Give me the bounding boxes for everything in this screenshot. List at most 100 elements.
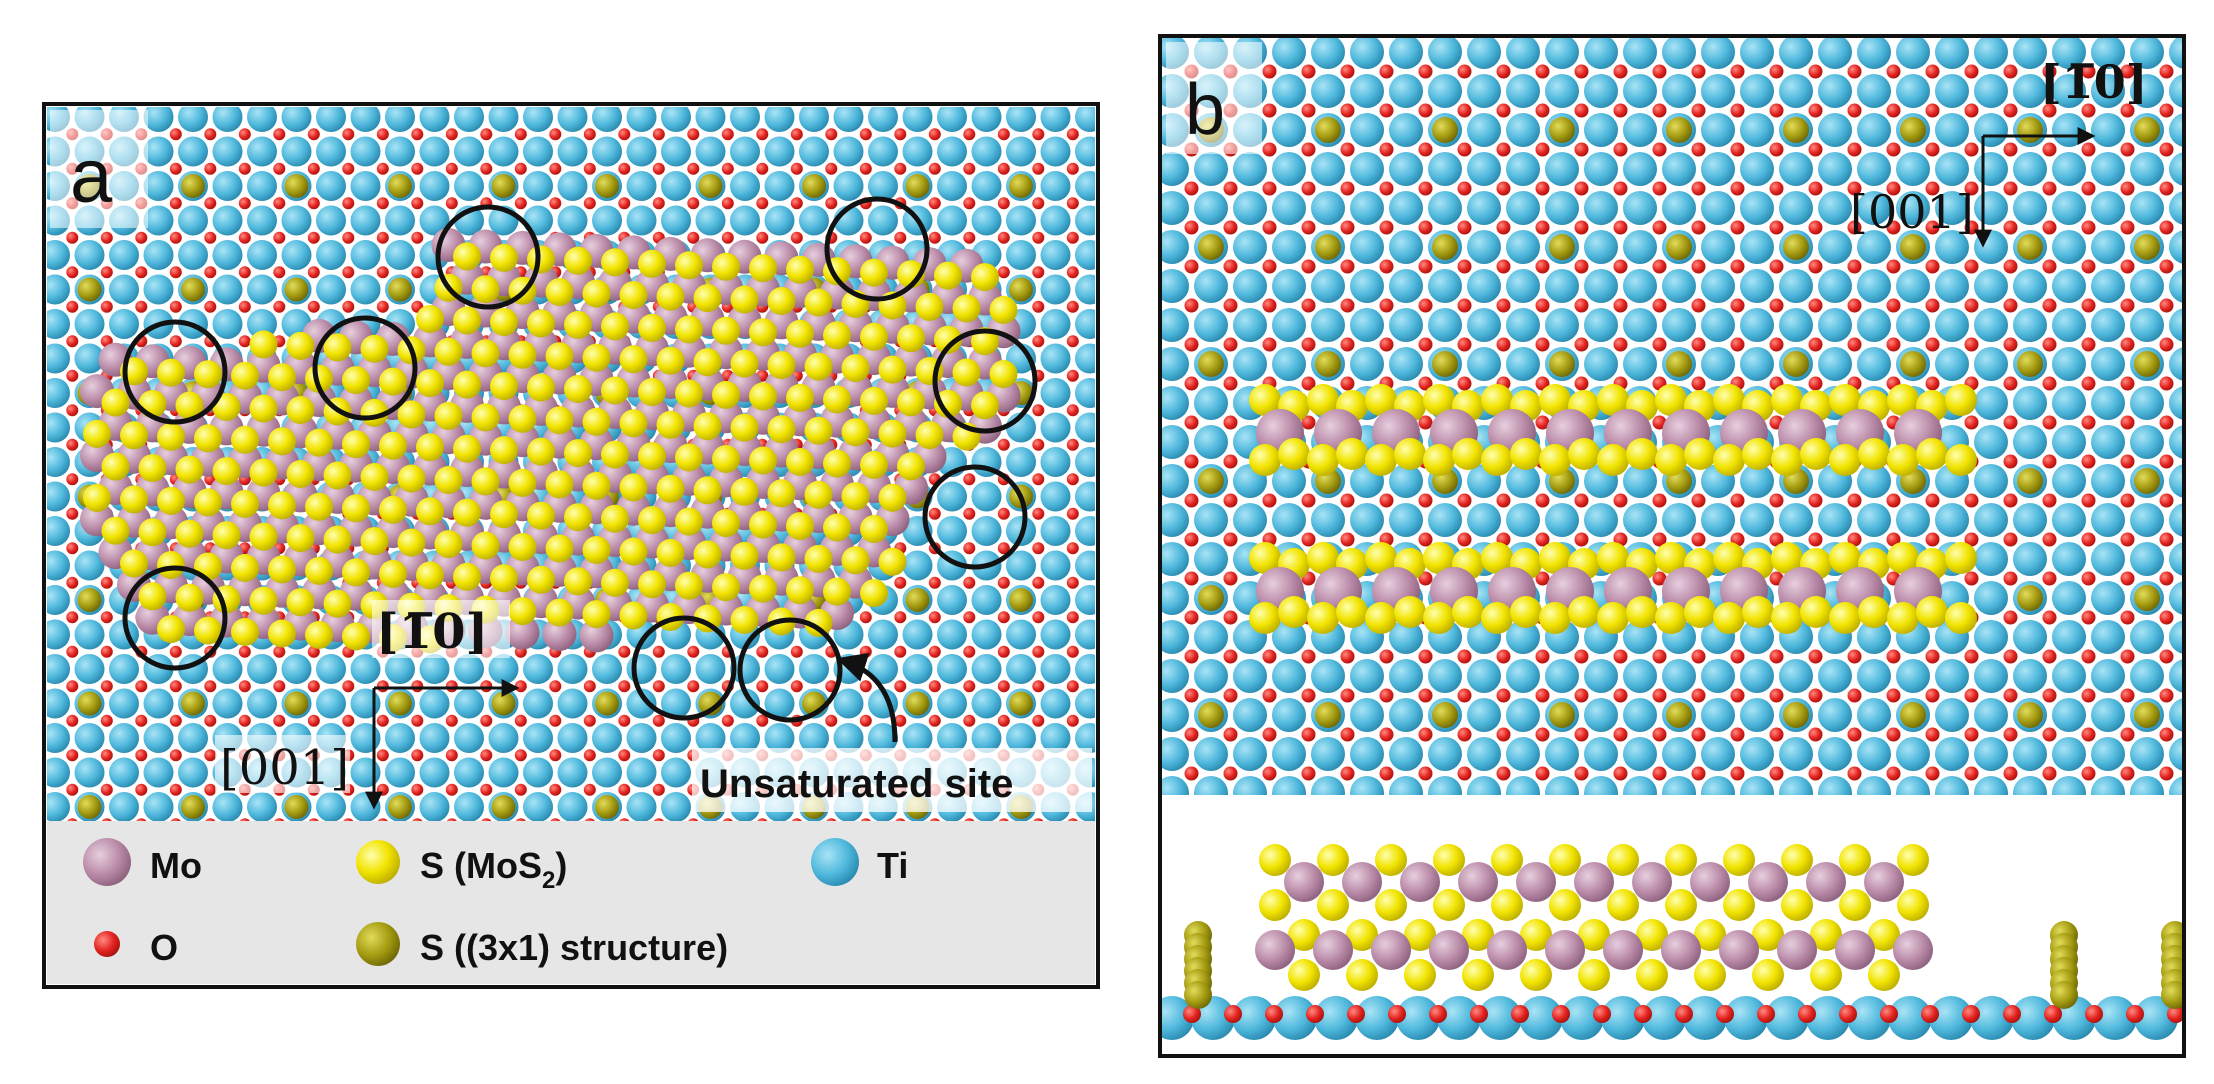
o-atom xyxy=(1613,259,1628,274)
ti-atom xyxy=(2169,542,2182,576)
ti-atom xyxy=(937,107,967,132)
s-mos2-atom xyxy=(545,470,574,499)
s-mos2-atom xyxy=(268,619,296,648)
o-atom xyxy=(1535,259,1550,274)
ti-atom xyxy=(2052,776,2086,795)
s-3x1-atom xyxy=(1900,234,1926,260)
s-mos2-atom xyxy=(342,494,370,523)
s-mos2-atom xyxy=(656,346,685,375)
o-atom xyxy=(1535,142,1550,157)
s-mos2-atom xyxy=(360,334,389,363)
s-mos2-atom xyxy=(1665,889,1697,921)
o-atom xyxy=(1886,688,1901,703)
mo-atom xyxy=(542,616,577,651)
ti-atom xyxy=(350,136,381,167)
o-atom xyxy=(135,680,148,693)
o-atom xyxy=(445,162,458,175)
s-mos2-atom xyxy=(1307,384,1339,416)
ti-atom xyxy=(1623,776,1657,795)
o-atom xyxy=(204,197,217,210)
ti-atom xyxy=(385,136,415,167)
ti-atom xyxy=(764,205,795,236)
ti-atom xyxy=(1075,412,1095,443)
o-atom xyxy=(1184,376,1199,391)
ti-atom xyxy=(626,171,657,201)
ti-atom xyxy=(1075,654,1095,684)
s-mos2-atom xyxy=(1655,602,1687,634)
o-atom xyxy=(2003,688,2018,703)
o-atom xyxy=(66,749,79,762)
o-atom xyxy=(1066,231,1079,244)
o-atom xyxy=(1340,493,1355,508)
ti-atom xyxy=(730,723,760,753)
ti-atom xyxy=(1740,308,1774,342)
ti-atom xyxy=(1623,464,1657,498)
s-mos2-atom xyxy=(1259,889,1291,921)
ti-atom xyxy=(1006,723,1036,753)
s-mos2-atom xyxy=(1520,919,1552,951)
ti-atom xyxy=(1233,659,1267,693)
s-mos2-atom xyxy=(416,369,444,398)
o-atom xyxy=(2120,64,2135,79)
unsaturated-site-circle xyxy=(122,565,228,671)
s-mos2-atom xyxy=(1462,959,1494,991)
ti-atom xyxy=(1272,308,1306,342)
s-mos2-atom xyxy=(1887,602,1919,634)
s-mos2-atom xyxy=(194,616,222,645)
ti-atom xyxy=(2052,542,2086,576)
ti-atom xyxy=(1623,347,1657,381)
o-atom xyxy=(1262,766,1277,781)
o-atom xyxy=(238,266,251,279)
ti-atom xyxy=(1428,503,1462,537)
unsaturated-site-circle xyxy=(922,464,1028,570)
s-mos2-atom xyxy=(823,385,851,414)
ti-atom xyxy=(937,585,967,615)
s-3x1-atom xyxy=(1432,351,1458,377)
ti-atom xyxy=(74,343,105,374)
o-atom xyxy=(894,680,907,693)
o-atom xyxy=(2042,571,2057,586)
o-atom xyxy=(1730,766,1745,781)
s-mos2-atom xyxy=(1365,542,1397,574)
o-atom xyxy=(1808,103,1823,118)
o-atom xyxy=(2042,298,2057,313)
ti-atom xyxy=(2169,776,2182,795)
s-mos2-atom xyxy=(434,530,463,559)
ti-atom xyxy=(212,107,243,132)
ti-atom xyxy=(1623,230,1657,264)
o-atom xyxy=(2159,376,2174,391)
o-atom xyxy=(307,300,320,313)
ti-atom xyxy=(1857,737,1891,771)
ti-atom xyxy=(1662,152,1696,186)
ti-atom xyxy=(1311,659,1345,693)
s-3x1-atom xyxy=(2134,702,2160,728)
o-atom xyxy=(1769,337,1784,352)
o-atom xyxy=(1847,532,1862,547)
o-atom xyxy=(1301,649,1316,664)
ti-atom xyxy=(1194,386,1228,420)
ti-atom xyxy=(1584,503,1618,537)
o-atom xyxy=(2120,532,2135,547)
ti-atom xyxy=(143,274,174,305)
s-3x1-atom xyxy=(1009,588,1033,612)
s-mos2-atom xyxy=(841,546,870,575)
o-atom xyxy=(1457,688,1472,703)
ti-atom xyxy=(1467,776,1501,795)
ti-atom xyxy=(1818,776,1852,795)
s-mos2-atom xyxy=(712,252,740,281)
ti-atom xyxy=(1273,996,1317,1040)
o-atom xyxy=(1769,181,1784,196)
ti-atom xyxy=(1467,38,1501,69)
o-atom xyxy=(1730,337,1745,352)
ti-atom xyxy=(1272,74,1306,108)
s-3x1-atom xyxy=(1549,702,1575,728)
ti-atom xyxy=(281,654,312,684)
ti-atom xyxy=(1389,347,1423,381)
unsaturated-site-circle xyxy=(122,319,228,425)
o-atom xyxy=(2042,454,2057,469)
o-atom xyxy=(583,749,596,762)
s-3x1-atom xyxy=(905,588,930,612)
o-atom xyxy=(928,680,941,693)
o-atom xyxy=(1535,298,1550,313)
o-atom xyxy=(1613,64,1628,79)
